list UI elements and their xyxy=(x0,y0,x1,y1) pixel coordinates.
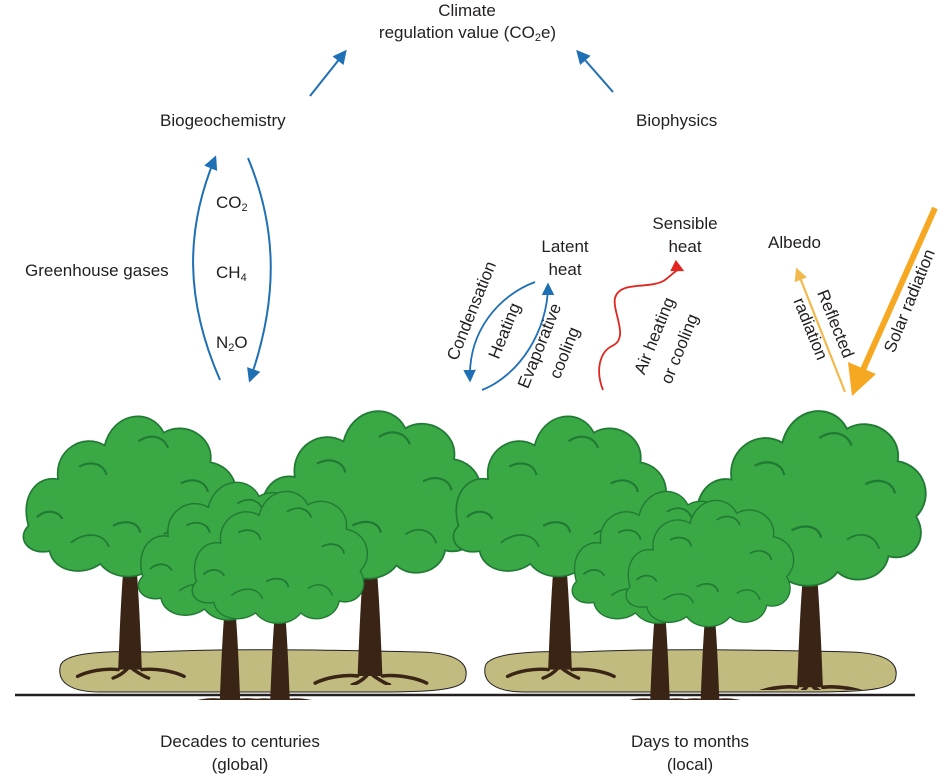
biogeochemistry-label: Biogeochemistry xyxy=(160,111,286,130)
left-timescale-line1: Decades to centuries xyxy=(160,732,320,751)
gas-ch4: CH4 xyxy=(216,263,247,284)
gas-n2o: N2O xyxy=(216,333,248,354)
arrow-gas-release xyxy=(247,157,272,383)
climate-label-line2: regulation value (CO2e) xyxy=(340,22,595,44)
arrow-reflected-radiation xyxy=(794,267,847,393)
gas-co2: CO2 xyxy=(216,193,248,214)
latent-heat-line1: Latent xyxy=(541,237,589,256)
climate-label-text: regulation value (CO xyxy=(378,23,535,42)
greenhouse-gases-label: Greenhouse gases xyxy=(25,261,169,280)
arrow-solar-radiation-head xyxy=(848,362,876,396)
right-timescale-line1: Days to months xyxy=(630,732,750,751)
latent-heat-line2: heat xyxy=(548,260,582,279)
climate-label-sub: 2 xyxy=(534,32,541,44)
sensible-heat-line1: Sensible xyxy=(652,214,718,233)
climate-label-line1: Climate xyxy=(438,1,496,20)
arrow-solar-radiation-shaft xyxy=(859,206,938,374)
arrow-condensation xyxy=(463,281,536,383)
albedo-label: Albedo xyxy=(768,233,821,252)
sensible-heat-line2: heat xyxy=(668,237,702,256)
arrow-gas-uptake xyxy=(192,155,221,381)
climate-label-post: e) xyxy=(540,23,557,42)
arrow-sensible-heat xyxy=(598,259,685,391)
arrow-biogeochem-to-climate xyxy=(309,49,347,97)
arrow-biophysics-to-climate xyxy=(576,49,614,93)
right-timescale-line2: (local) xyxy=(666,755,714,774)
arrow-evaporative xyxy=(481,282,555,391)
left-timescale-line2: (global) xyxy=(211,755,269,774)
biophysics-label: Biophysics xyxy=(636,111,718,130)
